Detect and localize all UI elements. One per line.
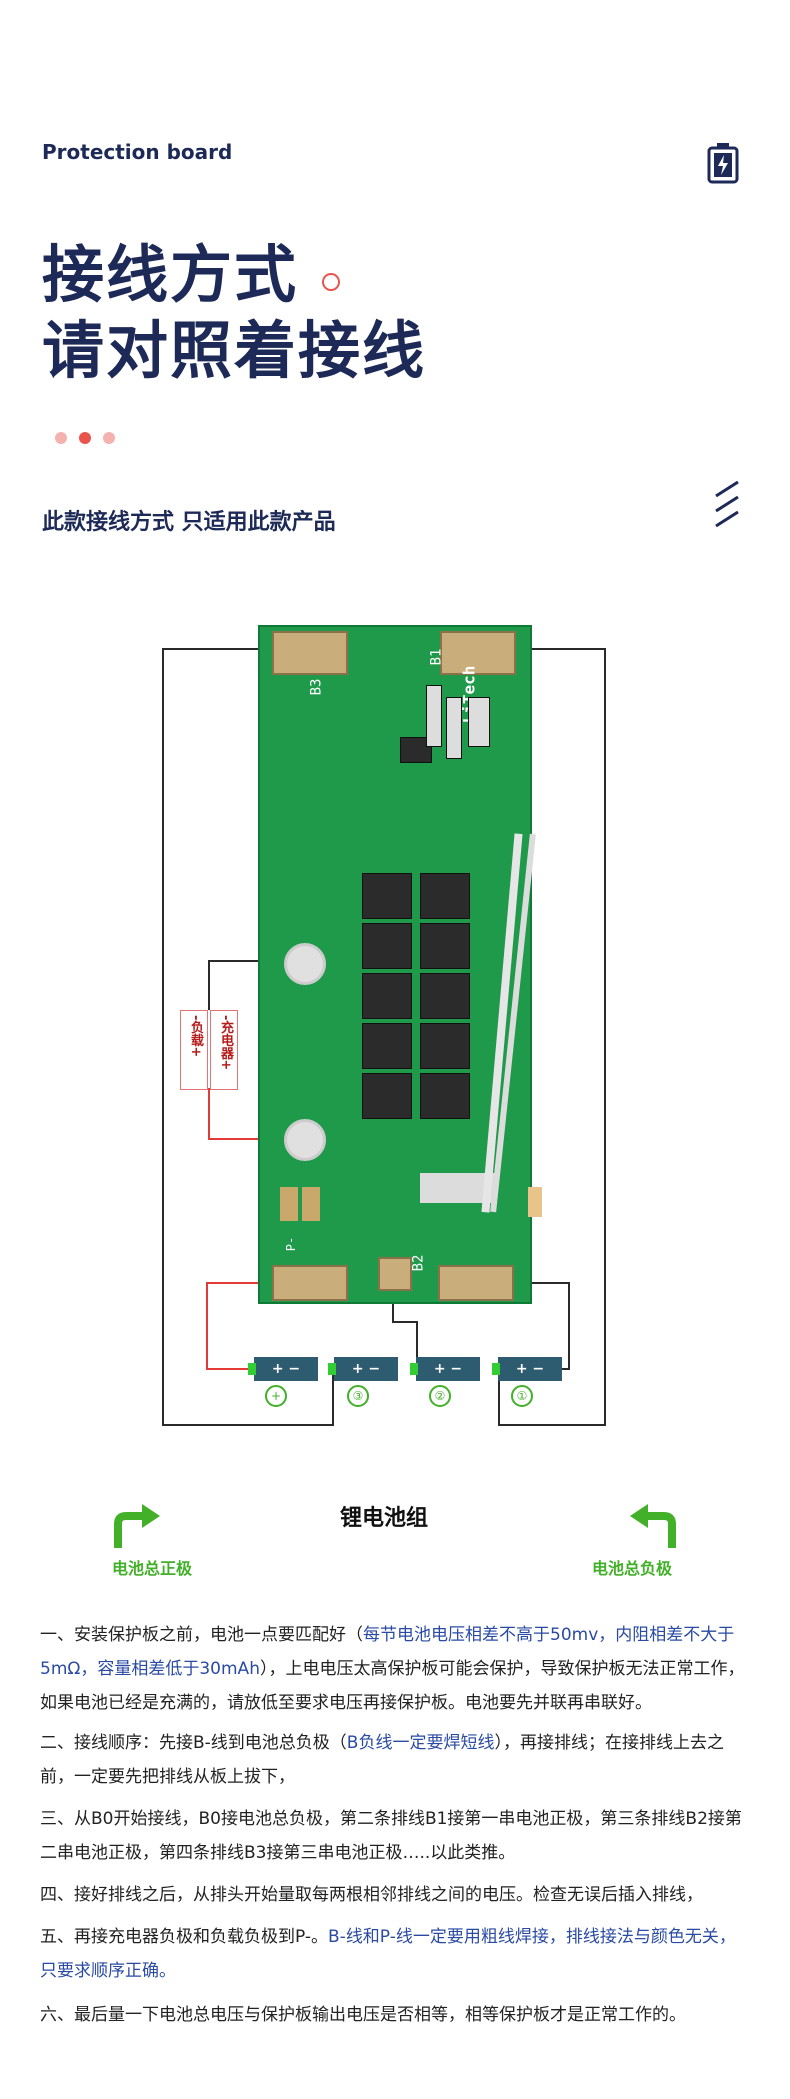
charger-label: -充电器+ [218, 1015, 233, 1071]
battery-negative-label: 电池总负极 [592, 1559, 673, 1578]
turn-left-arrow-icon [626, 1500, 678, 1556]
instruction-5: 五、再接充电器负极和负载负极到P-。B-线和P-线一定要用粗线焊接，排线接法与颜… [40, 1927, 736, 1981]
page-title-line2: 请对照着接线 [42, 314, 427, 387]
b1-label: B1 [428, 648, 445, 666]
pcb-board: LiTech B1 B3 B2 P- [258, 625, 542, 1304]
instruction-1: 一、安装保护板之前，电池一点要匹配好（每节电池电压相差不高于50mv，内阻相差不… [40, 1625, 745, 1713]
page-subtitle: 此款接线方式 只适用此款产品 [42, 510, 336, 535]
battery-pack-label: 锂电池组 [340, 1506, 429, 1531]
battery-charge-icon [707, 142, 739, 188]
charger-label-box: -充电器+ [210, 1010, 238, 1090]
turn-right-arrow-icon [112, 1500, 164, 1556]
cell-connector: + − [410, 1357, 480, 1381]
battery-positive-label: 电池总正极 [112, 1559, 193, 1578]
connector-marker: ② [429, 1385, 451, 1407]
page-title-line1: 接线方式 [42, 238, 299, 311]
instruction-4: 四、接好排线之后，从排头开始量取每两根相邻排线之间的电压。检查无误后插入排线， [40, 1885, 703, 1905]
cell-connector: + − [492, 1357, 562, 1381]
cell-connector: + − [248, 1357, 318, 1381]
connector-marker: ③ [347, 1385, 369, 1407]
instruction-3: 三、从B0开始接线，B0接电池总负极，第二条排线B1接第一串电池正极，第三条排线… [40, 1809, 742, 1863]
connector-marker: + [265, 1385, 287, 1407]
dots-decoration [55, 432, 115, 444]
p-minus-label: P- [284, 1236, 299, 1252]
red-ring-decoration [322, 273, 340, 291]
instruction-6: 六、最后量一下电池总电压与保护板输出电压是否相等，相等保护板才是正常工作的。 [40, 2005, 686, 2025]
b2-label: B2 [410, 1254, 427, 1272]
instruction-2: 二、接线顺序：先接B-线到电池总负极（B负线一定要焊短线），再接排线；在接排线上… [40, 1733, 724, 1787]
section-tag: Protection board [42, 140, 233, 164]
connector-marker: ① [511, 1385, 533, 1407]
decorative-slashes-icon [714, 480, 740, 534]
load-label-box: -负载+ [180, 1010, 208, 1090]
b3-label: B3 [308, 678, 325, 696]
load-label: -负载+ [188, 1015, 203, 1058]
cell-connector: + − [328, 1357, 398, 1381]
